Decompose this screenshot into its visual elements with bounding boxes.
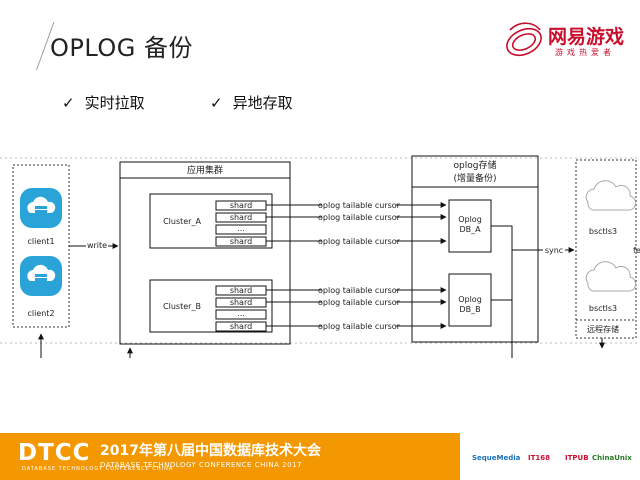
client-label: client1	[27, 237, 54, 246]
shard-label: shard	[230, 201, 252, 210]
edge-cut-text: fe	[633, 246, 640, 255]
dtcc-logo: DTCC	[18, 440, 91, 466]
bullet-remote-storage: ✓ 异地存取	[210, 92, 293, 113]
shard-label: shard	[230, 298, 252, 307]
sync-label: sync	[545, 246, 563, 255]
remote-node-label: bsctls3	[589, 227, 617, 236]
bullet-realtime-pull: ✓ 实时拉取	[62, 92, 145, 113]
write-label: write	[87, 241, 107, 250]
shard-label: shard	[230, 213, 252, 222]
cursor-label: oplog tailable cursor	[318, 213, 401, 222]
cluster-b-box	[149, 279, 273, 333]
cursor-label: oplog tailable cursor	[318, 298, 401, 307]
cursor-arrow: oplog tailable cursor	[266, 297, 447, 307]
cluster-label: Cluster_B	[163, 302, 201, 311]
cursor-label: oplog tailable cursor	[318, 322, 401, 331]
cursor-arrow: oplog tailable cursor	[266, 236, 447, 246]
cluster-label: Cluster_A	[163, 217, 201, 226]
cursor-arrow: oplog tailable cursor	[266, 212, 447, 222]
oplog-backup-diagram: client1 client2 write 应用集群 Cluster_A sha…	[0, 155, 640, 358]
logo-tagline: 游戏热爱者	[555, 48, 615, 57]
oplog-store-box	[411, 155, 539, 343]
cloud-db-icon	[20, 256, 62, 296]
bullet-label: 异地存取	[232, 94, 293, 112]
cursor-label: oplog tailable cursor	[318, 201, 401, 210]
shard-label: ...	[237, 224, 245, 233]
cursor-arrow: oplog tailable cursor	[266, 321, 447, 331]
client-label: client2	[27, 309, 54, 318]
conference-subtitle: DATABASE TECHNOLOGY CONFERENCE CHINA 201…	[100, 461, 302, 469]
sponsor-logo: SequeMedia	[472, 454, 521, 462]
cursor-label: oplog tailable cursor	[318, 286, 401, 295]
conference-title: 2017年第八届中国数据库技术大会	[100, 443, 321, 459]
shard-label: shard	[230, 286, 252, 295]
cluster-a-box	[149, 193, 273, 249]
oplog-store-title: oplog存储	[454, 159, 497, 171]
logo-name: 网易游戏	[548, 26, 625, 48]
cloud-icon	[585, 261, 637, 292]
shard-label: shard	[230, 322, 252, 331]
footer-orange-band	[0, 433, 460, 480]
shard-label: shard	[230, 237, 252, 246]
app-cluster-title: 应用集群	[187, 164, 223, 176]
sponsor-logo: ChinaUnix	[592, 454, 632, 462]
app-cluster-box	[119, 161, 291, 345]
sponsor-logo: ITPUB	[565, 454, 589, 462]
cursor-label: oplog tailable cursor	[318, 237, 401, 246]
slide-title: OPLOG 备份	[50, 34, 193, 62]
cloud-icon	[585, 180, 637, 211]
oplog-store-subtitle: (增量备份)	[453, 172, 496, 184]
netease-games-logo	[506, 22, 542, 57]
cursor-arrow: oplog tailable cursor	[266, 200, 447, 210]
remote-storage-box	[575, 159, 637, 339]
bullet-label: 实时拉取	[84, 94, 145, 112]
cloud-db-icon	[20, 188, 62, 228]
remote-node-label: bsctls3	[589, 304, 617, 313]
checkmark-icon: ✓	[62, 94, 75, 112]
checkmark-icon: ✓	[210, 94, 223, 112]
sponsor-logo: IT168	[528, 454, 550, 462]
dtcc-logo-subtext: DATABASE TECHNOLOGY CONFERENCE CHINA	[22, 466, 174, 472]
sync-connector	[491, 225, 513, 358]
cursor-arrow: oplog tailable cursor	[266, 285, 447, 295]
remote-storage-label: 远程存储	[587, 324, 619, 334]
shard-label: ...	[237, 309, 245, 318]
